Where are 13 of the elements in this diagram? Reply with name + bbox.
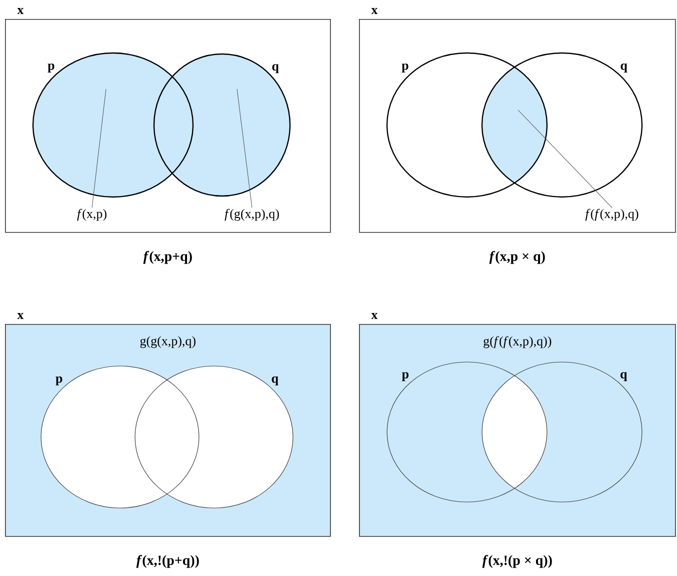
leader-line — [518, 110, 612, 208]
node-label: x — [17, 8, 24, 14]
node-label: f(x,!(p × q)) — [482, 555, 552, 568]
leader-line — [236, 88, 252, 208]
node-label: f(x,!(p+q)) — [136, 555, 199, 568]
region-label: f(x,p) — [77, 208, 106, 221]
node-label: x — [371, 8, 378, 14]
node-label: x — [371, 313, 378, 320]
node-label: f(x,p+q) — [143, 250, 192, 264]
region-label: f(g(x,p),q) — [224, 208, 279, 221]
node-label: x — [17, 313, 24, 320]
node-label: f(x,p × q) — [489, 250, 545, 264]
region-label: f(f(x,p),q) — [585, 208, 638, 221]
